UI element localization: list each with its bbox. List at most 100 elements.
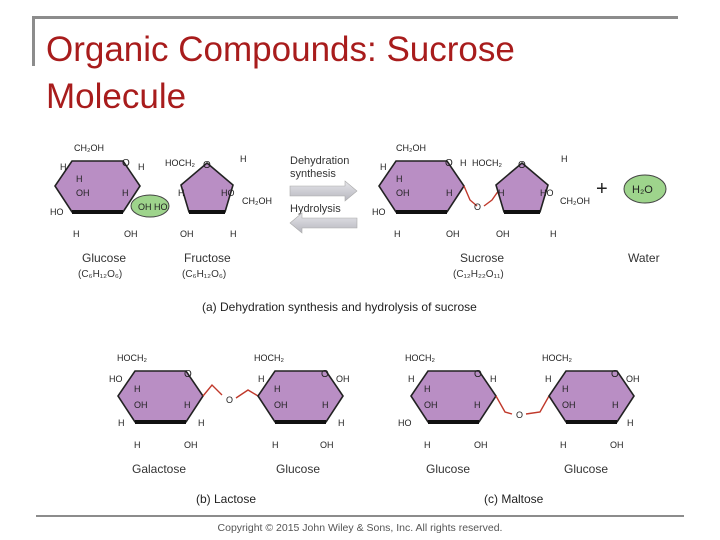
sucrose-oh-label: OH <box>446 229 460 239</box>
sucrose-oh-label: OH <box>396 188 410 198</box>
fructose-oh-label: OH <box>180 229 194 239</box>
dehydration-label: Dehydration synthesis <box>290 155 352 180</box>
fructose-name: Fructose <box>184 251 231 265</box>
fructose-formula: (C₆H₁₂O₆) <box>182 269 226 280</box>
maltose-left-h-label: H <box>424 440 431 450</box>
galactose-h-label: H <box>134 384 141 394</box>
glucose-ring-a: O <box>54 158 141 214</box>
maltose-left-hoch2-label: HOCH₂ <box>405 353 435 363</box>
glucose-b-hoch2-label: HOCH₂ <box>254 353 284 363</box>
glucose-b-oh-label: OH <box>336 374 350 384</box>
ring-oxygen-label: O <box>184 369 192 380</box>
ring-oxygen-label: O <box>518 160 526 171</box>
ring-oxygen-label: O <box>203 160 211 171</box>
glucose-b-oh-label: OH <box>274 400 288 410</box>
maltose-right-hoch2-label: HOCH₂ <box>542 353 572 363</box>
glycosidic-bond-c <box>495 395 513 415</box>
oh-ho-bubble: OH HO <box>130 194 170 218</box>
glycosidic-bond-a2 <box>483 189 500 207</box>
glycosidic-bond-a <box>463 185 478 207</box>
copyright-notice: Copyright © 2015 John Wiley & Sons, Inc.… <box>217 522 503 534</box>
fructose-hoch2-label: HOCH₂ <box>165 158 195 168</box>
sucrose-ho-label: HO <box>372 207 386 217</box>
panel-c-caption: (c) Maltose <box>484 492 544 506</box>
water-bubble: H₂O <box>623 174 667 204</box>
fructose-ch2oh-label: CH₂OH <box>242 196 272 206</box>
fructose-h-label: H <box>240 154 247 164</box>
sucrose-oh-label: OH <box>496 229 510 239</box>
glucose-right-ring-c: O <box>548 369 635 424</box>
glucose-h-label: H <box>138 162 145 172</box>
galactose-name: Galactose <box>132 462 186 476</box>
glucose-left-ring-c: O <box>410 369 497 424</box>
glucose-oh-label: OH <box>76 188 90 198</box>
sucrose-h-label: H <box>561 154 568 164</box>
sucrose-h-label: H <box>460 158 467 168</box>
maltose-left-oh-label: OH <box>474 440 488 450</box>
maltose-left-h-label: H <box>424 384 431 394</box>
glucose-b-name: Glucose <box>276 462 320 476</box>
maltose-right-h-label: H <box>627 418 634 428</box>
bridge-oxygen-label: O <box>226 395 233 405</box>
maltose-right-h-label: H <box>560 440 567 450</box>
maltose-right-h-label: H <box>545 374 552 384</box>
frame-top-line <box>32 16 678 19</box>
reaction-arrows: Dehydration synthesis Hydrolysis <box>289 155 358 234</box>
maltose-right-h-label: H <box>562 384 569 394</box>
frame-left-line <box>32 16 35 66</box>
glucose-b-h-label: H <box>274 384 281 394</box>
hydrolysis-label: Hydrolysis <box>290 203 341 215</box>
water-bubble-label: H₂O <box>632 184 653 196</box>
sucrose-h-label: H <box>394 229 401 239</box>
sucrose-formula: (C₁₂H₂₂O₁₁) <box>453 269 504 280</box>
galactose-h-label: H <box>184 400 191 410</box>
ring-oxygen-label: O <box>122 158 130 169</box>
glucose-h-label: H <box>122 188 129 198</box>
fructose-ring-a: O <box>180 160 234 214</box>
galactose-h-label: H <box>118 418 125 428</box>
glycosidic-bond-c2 <box>525 395 550 415</box>
oh-ho-bubble-label: OH HO <box>138 202 168 212</box>
maltose-right-glucose-name: Glucose <box>564 462 608 476</box>
glucose-oh-label: OH <box>124 229 138 239</box>
glucose-b-h-label: H <box>258 374 265 384</box>
galactose-oh-label: OH <box>184 440 198 450</box>
glucose-ho-label: HO <box>50 207 64 217</box>
forward-arrow <box>289 180 358 202</box>
sucrose-ho-label: HO <box>540 188 554 198</box>
sucrose-hoch2-label: HOCH₂ <box>472 158 502 168</box>
glycosidic-bond-b <box>202 383 223 397</box>
panel-a-caption: (a) Dehydration synthesis and hydrolysis… <box>202 300 477 314</box>
fructose-h-label: H <box>230 229 237 239</box>
glycosidic-bond-b2 <box>235 389 259 399</box>
sucrose-h-label: H <box>550 229 557 239</box>
sucrose-h-label: H <box>446 188 453 198</box>
glucose-b-h-label: H <box>338 418 345 428</box>
glucose-ch2oh-label: CH₂OH <box>74 143 104 153</box>
slide-title: Organic Compounds: Sucrose Molecule <box>46 30 515 116</box>
maltose-left-h-label: H <box>490 374 497 384</box>
ring-oxygen-label: O <box>474 369 482 380</box>
water-name: Water <box>628 251 660 265</box>
dehydration-label-word: Dehydration <box>290 155 349 167</box>
sucrose-glucose-ring: O <box>378 158 465 214</box>
sucrose-name: Sucrose <box>460 251 504 265</box>
glucose-b-h-label: H <box>322 400 329 410</box>
maltose-right-oh-label: OH <box>610 440 624 450</box>
glucose-h-label: H <box>73 229 80 239</box>
maltose-right-oh-label: OH <box>626 374 640 384</box>
maltose-left-h-label: H <box>474 400 481 410</box>
fructose-h-label: H <box>178 188 185 198</box>
maltose-right-oh-label: OH <box>562 400 576 410</box>
ring-oxygen-label: O <box>445 158 453 169</box>
galactose-ho-label: HO <box>109 374 123 384</box>
dehydration-label-word2: synthesis <box>290 168 336 180</box>
maltose-left-glucose-name: Glucose <box>426 462 470 476</box>
bridge-oxygen-label: O <box>516 410 523 420</box>
plus-sign: + <box>596 178 608 200</box>
maltose-left-ho-label: HO <box>398 418 412 428</box>
maltose-left-oh-label: OH <box>424 400 438 410</box>
galactose-ring-b: O <box>117 369 204 424</box>
maltose-right-h-label: H <box>612 400 619 410</box>
